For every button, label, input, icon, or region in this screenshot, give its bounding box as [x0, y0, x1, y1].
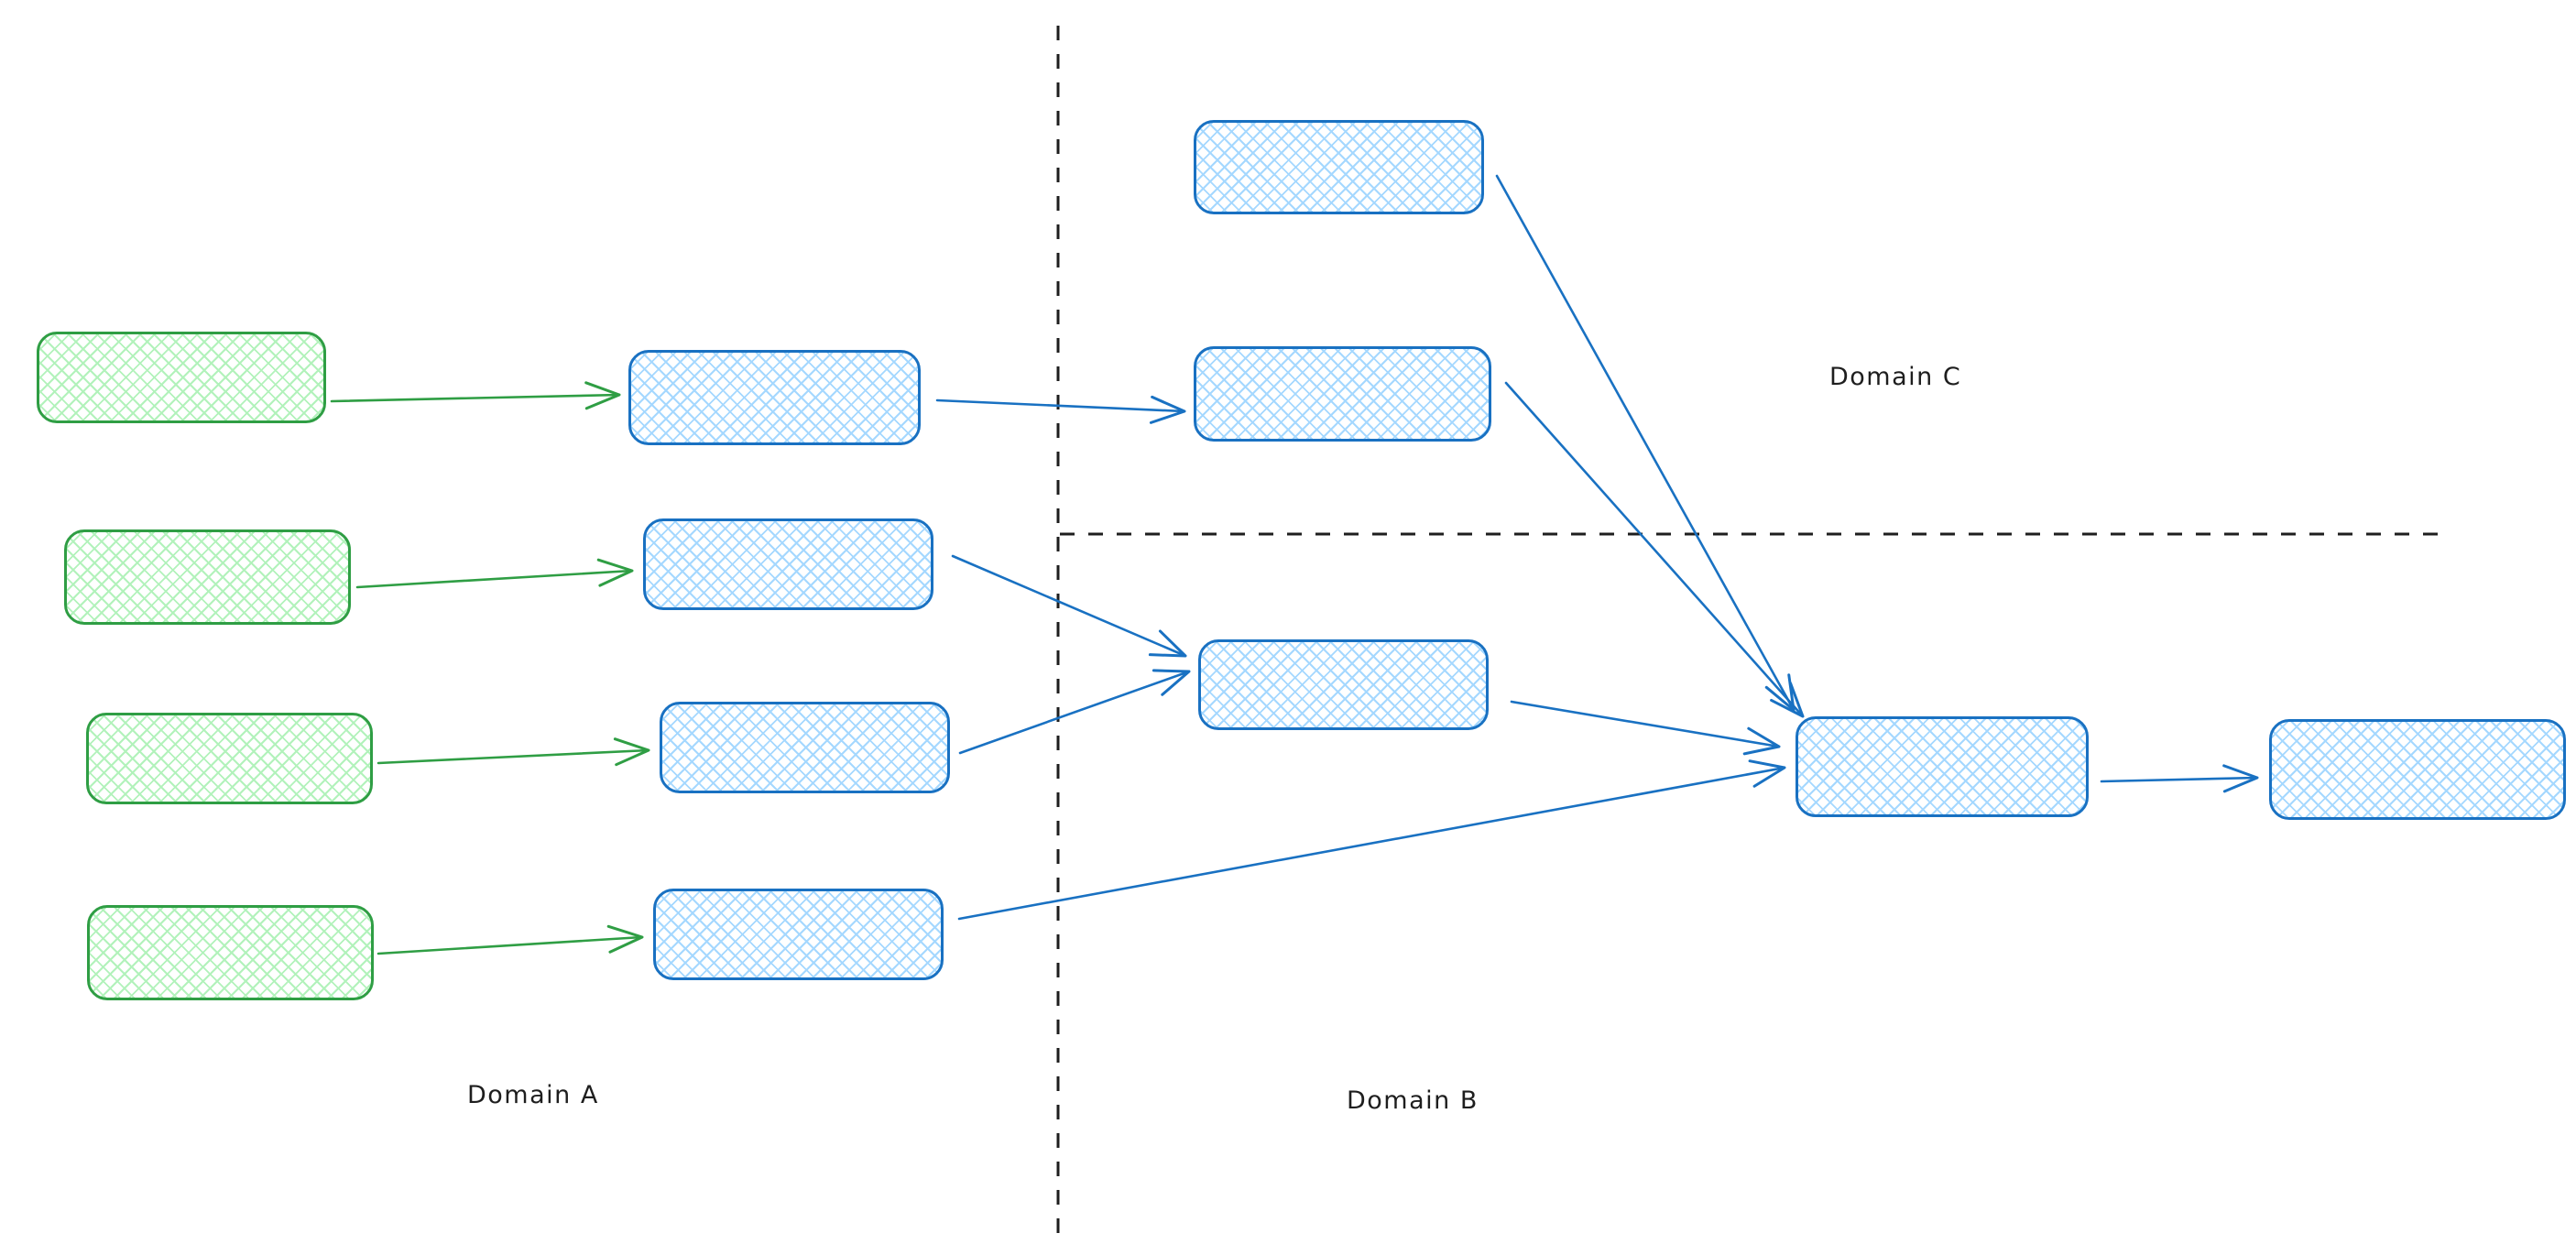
arrow-stage2-b1	[951, 554, 1187, 658]
arrow-source2-stage2	[355, 558, 634, 589]
arrow-stage3-b1	[958, 669, 1191, 755]
box-domain-a-stage-2[interactable]	[643, 518, 933, 610]
box-domain-b-1[interactable]	[1198, 639, 1489, 730]
box-domain-a-stage-1[interactable]	[628, 350, 921, 445]
arrow-source4-stage4	[377, 924, 644, 955]
box-domain-b-merge[interactable]	[1796, 716, 2089, 817]
arrow-b1-merge	[1510, 700, 1781, 756]
arrow-stage4-merge	[957, 759, 1786, 921]
arrow-c2-merge	[1504, 381, 1805, 718]
box-domain-a-source-2[interactable]	[64, 529, 351, 625]
box-domain-c-1[interactable]	[1194, 120, 1484, 214]
arrow-stage1-c2	[935, 395, 1186, 424]
arrow-source1-stage1	[330, 381, 621, 410]
box-domain-a-stage-4[interactable]	[653, 889, 944, 980]
arrow-merge-output	[2100, 764, 2259, 793]
box-domain-a-source-1[interactable]	[37, 332, 326, 423]
arrow-c1-merge	[1495, 174, 1796, 712]
domain-b-label: Domain B	[1347, 1086, 1479, 1115]
domain-a-label: Domain A	[467, 1081, 599, 1109]
box-domain-c-2[interactable]	[1194, 346, 1491, 442]
box-domain-a-stage-3[interactable]	[660, 702, 950, 793]
arrow-source3-stage3	[377, 737, 650, 767]
domain-c-label: Domain C	[1829, 363, 1962, 391]
box-domain-b-output[interactable]	[2269, 719, 2566, 820]
box-domain-a-source-4[interactable]	[87, 905, 374, 1000]
box-domain-a-source-3[interactable]	[86, 713, 373, 804]
